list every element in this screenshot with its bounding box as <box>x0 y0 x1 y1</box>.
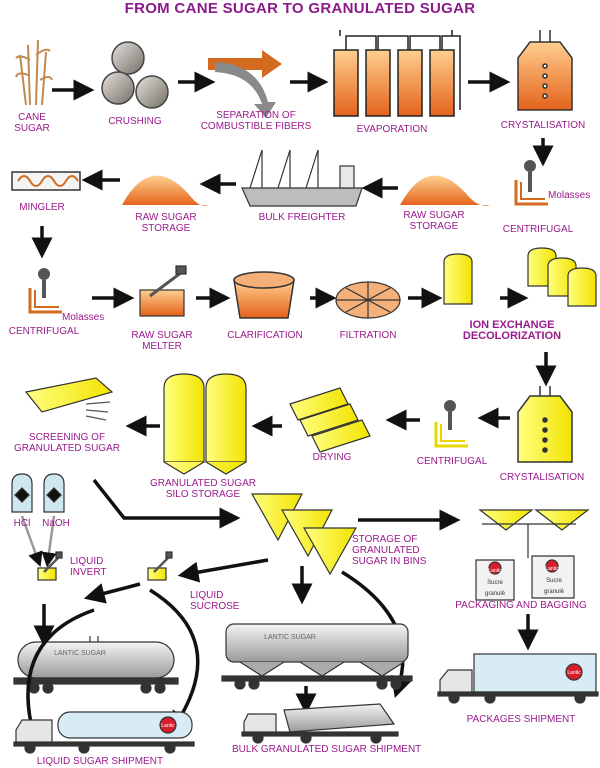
label-crystalisation-2: CRYSTALISATION <box>499 472 585 483</box>
label-centrifugal-3: CENTRIFUGAL <box>416 456 488 467</box>
raw-sugar-melter-icon <box>139 265 187 317</box>
dryer-cylinders-icon <box>289 387 371 453</box>
screening-conveyor-icon <box>24 377 114 421</box>
hopper-car-icon <box>221 623 413 690</box>
packages-truck-logo: Lantic <box>567 670 581 676</box>
silo-storage-icon <box>163 373 247 475</box>
row6-arrows <box>21 588 317 747</box>
filtration-drum-icon <box>335 281 401 319</box>
tank-car-marking: LANTIC SUGAR <box>54 650 106 657</box>
bag-logo-right: Lantic <box>545 566 559 572</box>
liquid-truck-logo: Lantic <box>161 723 175 729</box>
raw-sugar-pile-right-icon <box>400 175 490 206</box>
cane-sugar-icon <box>15 39 53 106</box>
label-centrifugal-1: CENTRIFUGAL <box>502 224 574 235</box>
bag-logo-left: Lantic <box>488 568 502 574</box>
label-naoh: NaOH <box>42 518 70 529</box>
packaging-scale-icon <box>475 509 590 601</box>
bulk-sugar-truck-icon <box>241 703 399 744</box>
clarification-tank-icon <box>233 271 295 319</box>
label-crushing: CRUSHING <box>108 116 162 127</box>
diagram-title: FROM CANE SUGAR TO GRANULATED SUGAR <box>124 0 476 17</box>
bulk-freighter-icon <box>241 149 363 207</box>
label-filtration: FILTRATION <box>339 330 397 341</box>
ion-exchange-columns-icon <box>443 247 597 307</box>
crystallizer-orange-icon <box>517 30 573 111</box>
row3-arrows <box>92 287 557 387</box>
liquid-invert-tank-icon <box>37 551 63 581</box>
naoh-bottle-icon <box>43 473 65 513</box>
label-evaporation: EVAPORATION <box>356 124 428 135</box>
label-packaging: PACKAGING AND BAGGING <box>455 600 587 611</box>
centrifugal-orange-icon-2 <box>28 268 62 314</box>
packages-truck-icon <box>437 653 599 704</box>
hopper-car-marking: LANTIC SUGAR <box>264 634 316 641</box>
label-bulk-shipment: BULK GRANULATED SUGAR SHIPMENT <box>232 744 422 755</box>
raw-sugar-pile-left-icon <box>122 175 208 206</box>
chem-feed-arrows <box>20 515 57 568</box>
centrifugal-yellow-icon <box>434 400 468 448</box>
label-molasses-1: Molasses <box>548 190 591 201</box>
mingler-screw-icon <box>11 171 81 191</box>
separation-arrows-icon <box>208 50 282 118</box>
row4-arrows <box>92 407 510 529</box>
label-liquid-shipment: LIQUID SUGAR SHIPMENT <box>36 756 164 767</box>
evaporation-columns-icon <box>333 30 461 117</box>
label-hcl: HCl <box>13 518 31 529</box>
label-centrifugal-2: CENTRIFUGAL <box>8 326 80 337</box>
label-molasses-2: Molasses <box>62 312 105 323</box>
row2-arrows <box>31 169 398 259</box>
row1-arrows <box>52 71 554 167</box>
label-packages-shipment: PACKAGES SHIPMENT <box>466 714 576 725</box>
crystallizer-yellow-icon <box>517 386 573 463</box>
centrifugal-orange-icon <box>514 160 548 206</box>
liquid-sucrose-tank-icon <box>147 551 173 581</box>
storage-bins-icon <box>250 493 358 576</box>
liquid-sugar-truck-icon <box>13 711 195 754</box>
crushing-rollers-icon <box>101 41 169 109</box>
hcl-bottle-icon <box>11 473 33 513</box>
label-crystalisation-1: CRYSTALISATION <box>500 120 586 131</box>
tank-car-icon <box>13 636 179 694</box>
label-clarification: CLARIFICATION <box>227 330 303 341</box>
label-mingler: MINGLER <box>19 202 65 213</box>
label-bulk-freighter: BULK FREIGHTER <box>258 212 346 223</box>
label-drying: DRYING <box>312 452 352 463</box>
